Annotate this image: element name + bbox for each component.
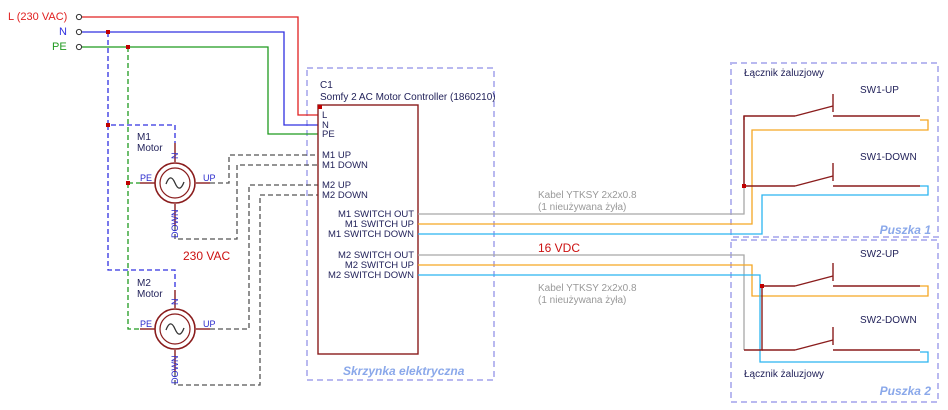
motor2-pin-down: DOWN [170, 356, 180, 385]
motor1-up-wire [210, 154, 318, 184]
controller-pin-m2-switch-down: M2 SWITCH DOWN [328, 270, 414, 281]
neutral-wire [82, 31, 318, 126]
voltage-ac-label: 230 VAC [183, 249, 230, 263]
motor2-down-wire [174, 194, 318, 386]
m2-switch-down-wire [418, 274, 929, 363]
m2-switch-up-wire [418, 264, 929, 297]
earth-wire-m2 [127, 183, 140, 330]
motor1-ref: M1 [137, 132, 151, 143]
sw1-down-label: SW1-DOWN [860, 152, 917, 163]
m2-switch-out-wire [418, 254, 745, 350]
cable1-label-line1: Kabel YTKSY 2x2x0.8 [538, 190, 637, 201]
controller-pin-m2-up: M2 UP [322, 180, 351, 191]
motor2-type: Motor [137, 289, 163, 300]
motor1-pin-up: UP [203, 173, 216, 183]
earth-wire-m1 [127, 47, 140, 184]
live-wire [82, 16, 318, 116]
motor1-down-wire [174, 164, 318, 240]
cable2-label-line1: Kabel YTKSY 2x2x0.8 [538, 283, 637, 294]
voltage-dc-label: 16 VDC [538, 241, 580, 255]
junction-box-2-title: Puszka 2 [880, 384, 932, 398]
motor-m1: M1 Motor N PE UP DOWN [137, 132, 216, 238]
cable2-label-line2: (1 nieużywana żyła) [538, 295, 626, 306]
motor2-pin-n: N [170, 299, 180, 306]
motor1-pin-n: N [170, 153, 180, 160]
sw1-common [743, 115, 795, 120]
earth-wire [82, 46, 318, 135]
sw2-common [744, 285, 795, 351]
motor2-up-wire [210, 184, 318, 330]
sw2-down-label: SW2-DOWN [860, 315, 917, 326]
motor2-ref: M2 [137, 278, 151, 289]
neutral-wire-m1 [107, 32, 176, 143]
controller-pin-pe: PE [322, 129, 335, 140]
controller-name: Somfy 2 AC Motor Controller (1860210) [320, 92, 496, 103]
motor2-pin-pe: PE [140, 319, 152, 329]
controller-pin-m2-down: M2 DOWN [322, 190, 368, 201]
controller-c1 [317, 104, 419, 355]
controller-pin-m1-down: M1 DOWN [322, 160, 368, 171]
mains-label-neutral: N [59, 26, 67, 38]
switch1-label: Łącznik żaluzjowy [744, 68, 824, 79]
cable1-label-line2: (1 nieużywana żyła) [538, 202, 626, 213]
controller-pin-m1-switch-out: M1 SWITCH OUT [338, 209, 414, 220]
motor1-pin-down: DOWN [170, 210, 180, 239]
motor2-pin-up: UP [203, 319, 216, 329]
controller-ref: C1 [320, 80, 333, 91]
m1-switch-up-wire [418, 119, 929, 225]
junction-box-1-title: Puszka 1 [880, 223, 932, 237]
neutral-wire-m2 [107, 125, 176, 290]
switch2-label: Łącznik żaluzjowy [744, 369, 824, 380]
motor-m2: M2 Motor N PE UP DOWN [137, 278, 216, 384]
m1-switch-down-wire [418, 185, 929, 235]
controller-pin-m2-switch-out: M2 SWITCH OUT [338, 250, 414, 261]
junction-box-1-enclosure [730, 62, 939, 238]
mains-terminals [75, 13, 83, 51]
controller-pin-m1-up: M1 UP [322, 150, 351, 161]
junction-box-2-enclosure [730, 239, 939, 403]
mains-label-earth: PE [52, 41, 67, 53]
switch-1: Łącznik żaluzjowy SW1-UP SW1-DOWN [742, 68, 920, 188]
controller-pin-l: L [322, 110, 327, 121]
motor1-type: Motor [137, 143, 163, 154]
controller-right-pins: M1 SWITCH OUT M1 SWITCH UP M1 SWITCH DOW… [328, 209, 414, 281]
mains-label-live: L (230 VAC) [8, 11, 67, 23]
switch-2: Łącznik żaluzjowy SW2-UP SW2-DOWN [744, 249, 920, 380]
controller-pin1-marker [318, 105, 322, 109]
controller-left-pins: L N PE M1 UP M1 DOWN M2 UP M2 DOWN [322, 110, 368, 201]
controller-pin-m2-switch-up: M2 SWITCH UP [345, 260, 414, 271]
sw2-up-label: SW2-UP [860, 249, 899, 260]
electrical-box-title: Skrzynka elektryczna [343, 364, 465, 378]
controller-pin-n: N [322, 120, 329, 131]
controller-pin-m1-switch-up: M1 SWITCH UP [345, 219, 414, 230]
controller-pin-m1-switch-down: M1 SWITCH DOWN [328, 229, 414, 240]
sw1-up-label: SW1-UP [860, 85, 899, 96]
motor1-pin-pe: PE [140, 173, 152, 183]
mains-junction-dots [106, 30, 130, 185]
